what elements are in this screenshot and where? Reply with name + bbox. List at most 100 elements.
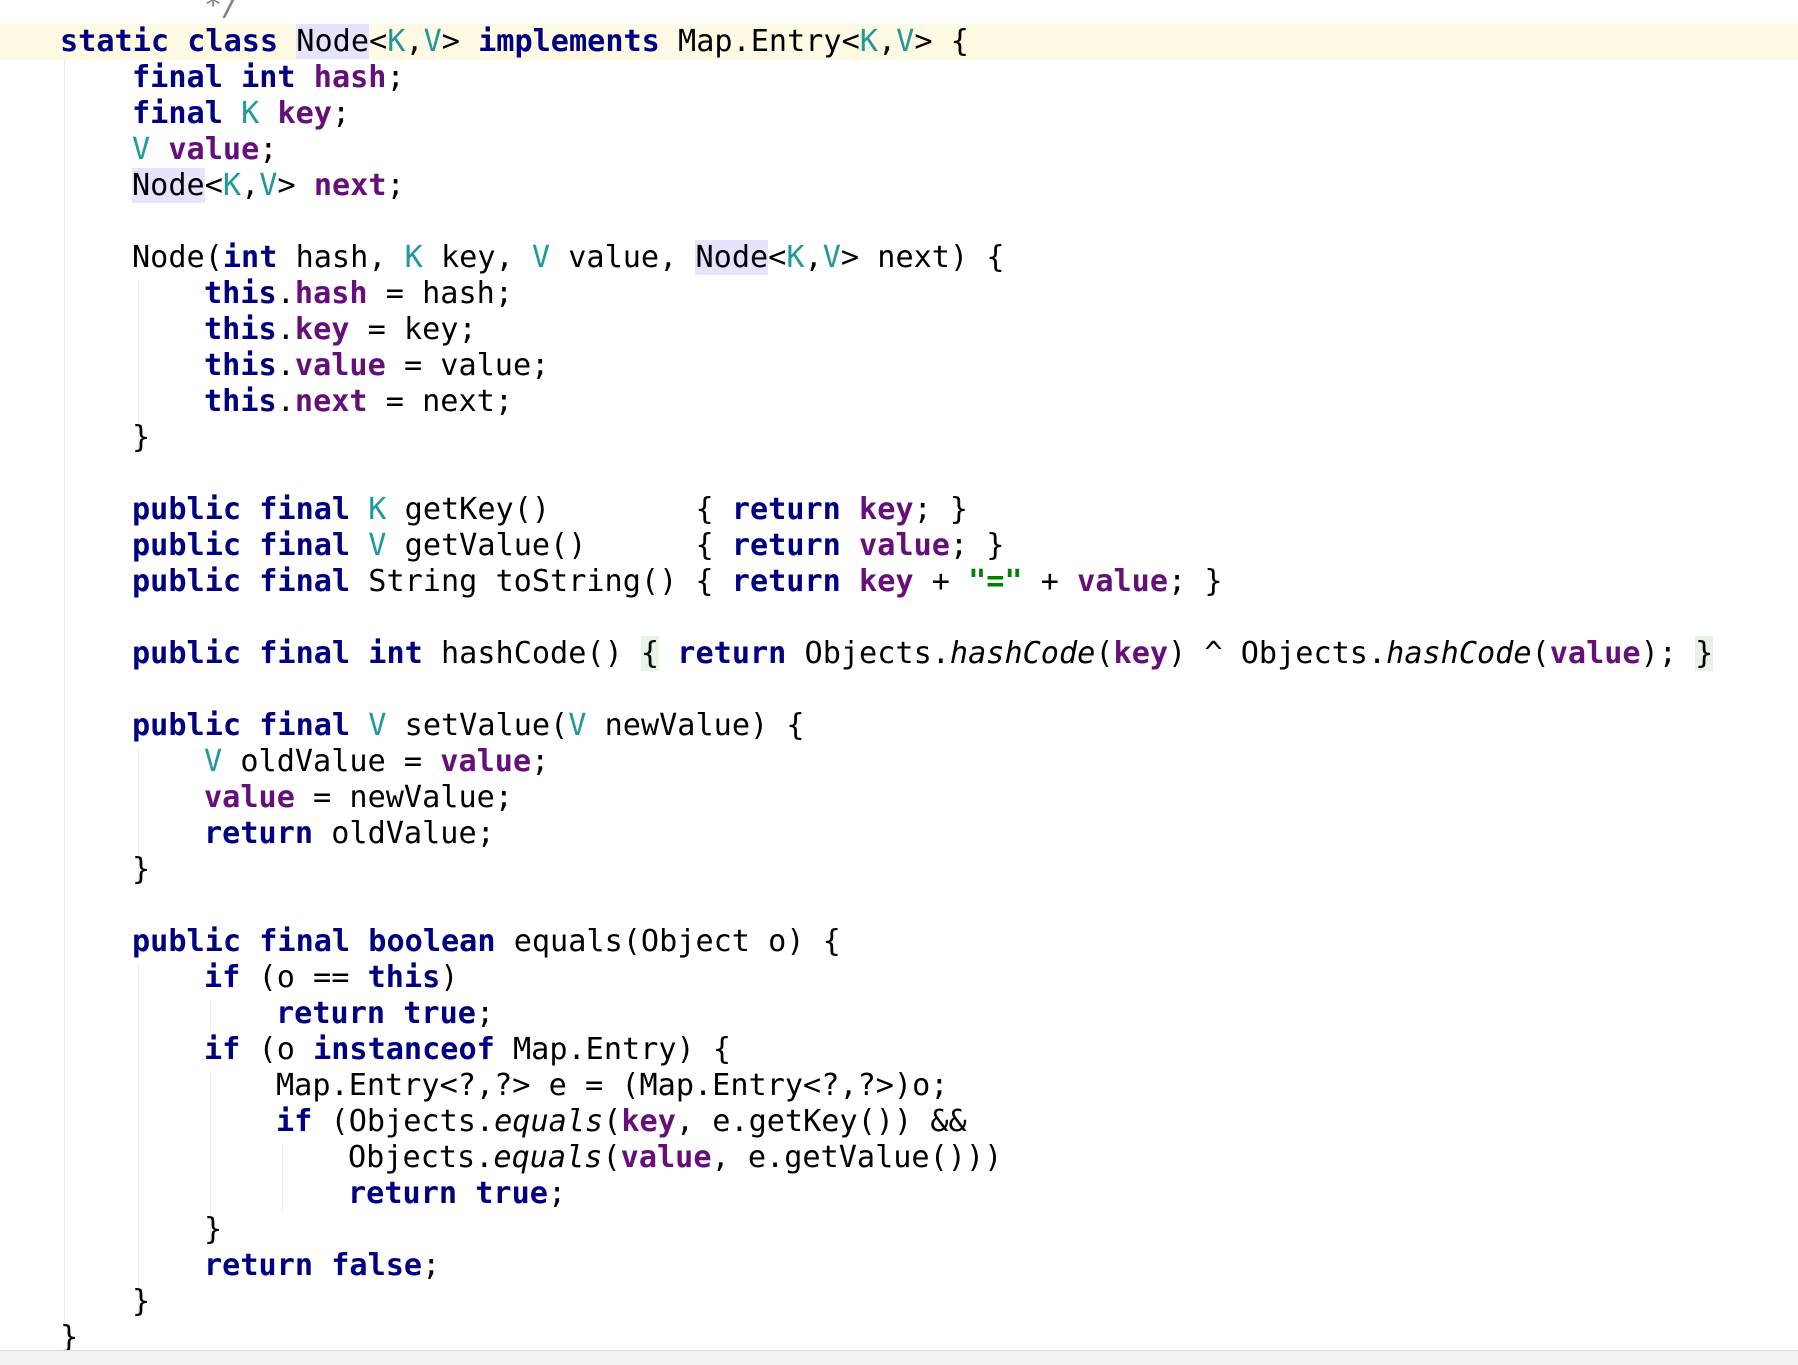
- code-line[interactable]: [0, 672, 1798, 708]
- code-token: [241, 492, 259, 527]
- code-line[interactable]: public final K getKey() { return key; }: [0, 492, 1798, 528]
- code-token: true: [403, 996, 476, 1031]
- code-token: [350, 636, 368, 671]
- code-line[interactable]: public final int hashCode() { return Obj…: [0, 636, 1798, 672]
- code-token: int: [241, 60, 296, 95]
- code-line[interactable]: Node<K,V> next;: [0, 168, 1798, 204]
- code-line[interactable]: value = newValue;: [0, 780, 1798, 816]
- code-token: .: [276, 384, 295, 419]
- code-token: hash,: [277, 240, 405, 275]
- code-token: }: [132, 420, 151, 455]
- indent-guide: [138, 964, 139, 1320]
- code-token: Node(: [132, 240, 223, 275]
- code-line[interactable]: return true;: [0, 996, 1798, 1032]
- code-token: .: [276, 348, 295, 383]
- code-token: String toString() {: [350, 564, 732, 599]
- code-line[interactable]: }: [0, 1212, 1798, 1248]
- code-token: final: [259, 924, 351, 959]
- code-line[interactable]: Map.Entry<?,?> e = (Map.Entry<?,?>)o;: [0, 1068, 1798, 1104]
- code-line[interactable]: V oldValue = value;: [0, 744, 1798, 780]
- code-token: [278, 24, 296, 59]
- code-line[interactable]: this.value = value;: [0, 348, 1798, 384]
- code-token: V: [896, 24, 915, 59]
- code-token: newValue) {: [586, 708, 805, 743]
- code-line[interactable]: */: [0, 0, 1798, 24]
- code-line[interactable]: Objects.equals(value, e.getValue())): [0, 1140, 1798, 1176]
- code-line[interactable]: V value;: [0, 132, 1798, 168]
- code-line[interactable]: }: [0, 852, 1798, 888]
- code-token: }: [204, 1212, 223, 1247]
- code-token: V: [259, 168, 278, 203]
- code-token: [150, 132, 168, 167]
- code-token: value,: [550, 240, 696, 275]
- code-token: value: [294, 348, 386, 383]
- code-token: hashCode: [1386, 636, 1532, 671]
- code-line[interactable]: }: [0, 1320, 1798, 1352]
- code-line[interactable]: if (o == this): [0, 960, 1798, 996]
- code-line[interactable]: return false;: [0, 1248, 1798, 1284]
- code-line[interactable]: final K key;: [0, 96, 1798, 132]
- code-line[interactable]: return true;: [0, 1176, 1798, 1212]
- code-token: = newValue;: [294, 780, 513, 815]
- code-line[interactable]: this.hash = hash;: [0, 276, 1798, 312]
- code-token: = next;: [367, 384, 513, 419]
- code-token: [350, 708, 368, 743]
- code-token: +: [1022, 564, 1078, 599]
- code-line[interactable]: }: [0, 1284, 1798, 1320]
- code-token: this: [204, 384, 277, 419]
- code-token: return: [731, 528, 841, 563]
- indent-guide: [282, 1144, 283, 1212]
- code-line[interactable]: public final String toString() { return …: [0, 564, 1798, 600]
- code-token: key: [859, 564, 914, 599]
- code-line[interactable]: [0, 456, 1798, 492]
- code-token: if: [204, 960, 241, 995]
- code-token: [169, 24, 187, 59]
- code-line[interactable]: return oldValue;: [0, 816, 1798, 852]
- code-token: >: [441, 24, 479, 59]
- code-line[interactable]: Node(int hash, K key, V value, Node<K,V>…: [0, 240, 1798, 276]
- code-line[interactable]: [0, 888, 1798, 924]
- code-token: implements: [478, 24, 660, 59]
- code-token: [241, 636, 259, 671]
- code-line[interactable]: this.key = key;: [0, 312, 1798, 348]
- code-token: final: [132, 96, 223, 131]
- code-line[interactable]: static class Node<K,V> implements Map.En…: [0, 24, 1798, 60]
- code-token: return: [276, 996, 386, 1031]
- code-token: return: [204, 816, 314, 851]
- code-line[interactable]: this.next = next;: [0, 384, 1798, 420]
- code-token: ,: [804, 240, 823, 275]
- code-line[interactable]: public final V setValue(V newValue) {: [0, 708, 1798, 744]
- code-token: public: [132, 528, 242, 563]
- code-token: (o ==: [240, 960, 368, 995]
- code-token: ) ^ Objects.: [1168, 636, 1387, 671]
- code-line[interactable]: [0, 204, 1798, 240]
- code-line[interactable]: public final V getValue() { return value…: [0, 528, 1798, 564]
- code-line[interactable]: [0, 600, 1798, 636]
- code-token: (: [603, 1104, 622, 1139]
- code-token: class: [187, 24, 279, 59]
- code-line[interactable]: final int hash;: [0, 60, 1798, 96]
- indent-guide: [210, 1000, 211, 1032]
- code-token: = key;: [349, 312, 477, 347]
- code-token: = value;: [385, 348, 550, 383]
- breadcrumb-strip[interactable]: [0, 1350, 1798, 1365]
- code-token: .: [276, 276, 295, 311]
- code-token: [841, 528, 859, 563]
- code-line[interactable]: if (o instanceof Map.Entry) {: [0, 1032, 1798, 1068]
- code-token: hashCode: [949, 636, 1096, 671]
- code-token: return: [731, 492, 841, 527]
- code-token: equals: [494, 1104, 604, 1139]
- code-token: ; }: [949, 528, 1005, 563]
- code-token: [241, 528, 259, 563]
- code-line[interactable]: if (Objects.equals(key, e.getKey()) &&: [0, 1104, 1798, 1140]
- code-token: K: [241, 96, 260, 131]
- code-token: public: [132, 492, 242, 527]
- code-token: if: [204, 1032, 241, 1067]
- code-token: final: [259, 528, 351, 563]
- code-line[interactable]: }: [0, 420, 1798, 456]
- code-token: K: [222, 168, 242, 203]
- code-token: value: [1077, 564, 1169, 599]
- code-token: public: [132, 564, 242, 599]
- code-line[interactable]: public final boolean equals(Object o) {: [0, 924, 1798, 960]
